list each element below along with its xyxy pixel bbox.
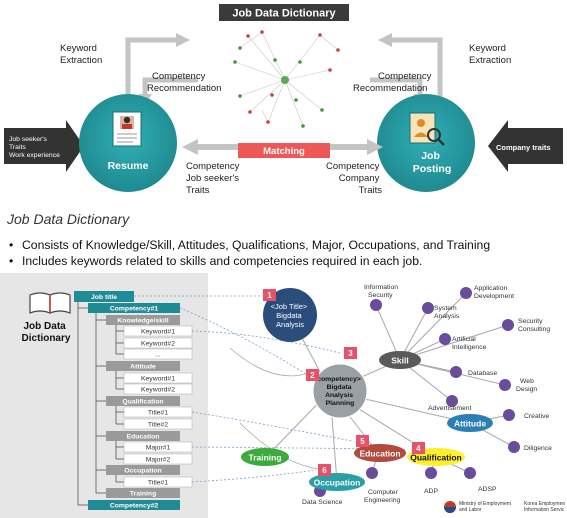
dictionary-bullets: Consists of Knowledge/Skill, Attitudes, … [4,237,564,269]
tree-attitude: Attitude [130,364,156,371]
qualification-node-label: Qualification [410,453,461,463]
job-title-node-label: <Job Title> Bigdata Analysis [271,302,310,329]
number-badges: 1 2 3 4 5 6 [263,289,425,476]
training-node-label: Training [248,453,281,463]
tree-competency-1: Competency#1 [110,306,159,313]
tree-qualification: Qualification [122,399,163,406]
bullet-item: Includes keywords related to skills and … [4,253,564,269]
book-label: Job Data Dictionary [22,321,71,344]
badge-4: 4 [416,444,421,453]
dictionary-structure-diagram: Job Data Dictionary Job title Competency… [0,273,567,518]
tree-boxes: Job title Competency#1 Knowledge/skill K… [74,291,193,510]
tree-training: Training [130,491,156,498]
competency-node [312,363,368,419]
keyword-network-nodes [233,30,340,128]
tree-occupation: Occupation [124,468,161,475]
job-seeker-input-arrow [4,120,84,172]
education-node [354,444,406,462]
badge-1: 1 [267,291,272,300]
tree-keyword-2: Keyword#2 [141,341,175,348]
tree-title-2: Title#2 [148,422,168,429]
job-seeker-input-label: Job seeker's Traits Work experience [9,136,60,159]
leaf-adp: ADP [424,488,438,495]
flow-arrows [125,37,443,100]
keyword-network-graphic [234,31,339,127]
company-traits-input-arrow [488,120,563,172]
badge-3: 3 [348,349,353,358]
competency-recommendation-left-label: Competency Recommendation [147,71,221,94]
dictionary-description: Job Data Dictionary Consists of Knowledg… [0,205,567,273]
header-title: Job Data Dictionary [232,8,336,20]
tree-keyword-1: Keyword#1 [141,329,175,336]
book-icon [29,292,71,314]
job-matching-flow-diagram: Job Data Dictionary Keyword Extra [4,4,563,196]
tree-occupation-title-1: Title#1 [148,480,168,487]
keis-label: Korea Employmen Information Servic [524,501,567,513]
bullet-item: Consists of Knowledge/Skill, Attitudes, … [4,237,564,253]
job-posting-label: Job Posting [413,150,452,175]
job-posting-icon [409,112,445,146]
keyword-extraction-right-label: Keyword Extraction [469,43,511,66]
occupation-node-label: Occupation [314,478,361,488]
resume-icon [112,111,142,147]
job-title-node [263,288,317,342]
training-node [241,448,289,466]
resume-label: Resume [108,160,149,172]
company-traits-label: Company traits [496,143,551,152]
ministry-label: Ministry of Employment and Labor [459,501,512,513]
tree-job-title: Job title [91,294,117,301]
tree-major-1: Major#1 [146,445,171,452]
tree-education: Education [127,434,160,441]
dictionary-section-title: Job Data Dictionary [7,211,130,227]
tree-attitude-keyword-1: Keyword#1 [141,376,175,383]
tree-ellipsis: ... [155,352,161,359]
attitude-node-label: Attitude [454,419,486,429]
leaf-diligence: Diligence [524,445,552,452]
skill-node-label: Skill [391,356,408,366]
leaf-advertisement: Advertisement [428,405,472,412]
matching-label: Matching [263,146,305,157]
attitude-node [447,414,493,432]
matching-box [238,143,330,158]
tree-attitude-keyword-2: Keyword#2 [141,387,175,394]
tree-knowledge-skill: Knowledge/skill [117,318,168,325]
leaf-data-science: Data Science [302,499,343,506]
ministry-logo [444,501,456,513]
matching-arrows [182,139,383,155]
matching-left-text: Competency Job seeker's Traits [186,161,242,196]
leaf-database: Database [468,370,497,377]
tree-competency-2: Competency#2 [110,503,159,510]
badge-6: 6 [322,466,327,475]
header-bar [219,4,349,21]
leaf-creative: Creative [524,413,550,420]
skill-node [379,351,421,369]
keyword-extraction-left-label: Keyword Extraction [60,43,102,66]
occupation-node [309,473,365,491]
tree-title-1: Title#1 [148,410,168,417]
education-node-label: Education [359,449,400,459]
tree-major-2: Major#2 [146,457,171,464]
leaf-adsp: ADSP [478,486,497,493]
competency-node-label: competency> Bigdata Analysis Planning [317,376,363,407]
flow-arrowheads [138,33,427,106]
badge-5: 5 [360,437,365,446]
badge-2: 2 [310,371,315,380]
mapping-dashed-lines [134,295,406,483]
competency-recommendation-right-label: Competency Recommendation [353,71,434,94]
matching-right-text: Competency Company Traits [326,161,382,196]
